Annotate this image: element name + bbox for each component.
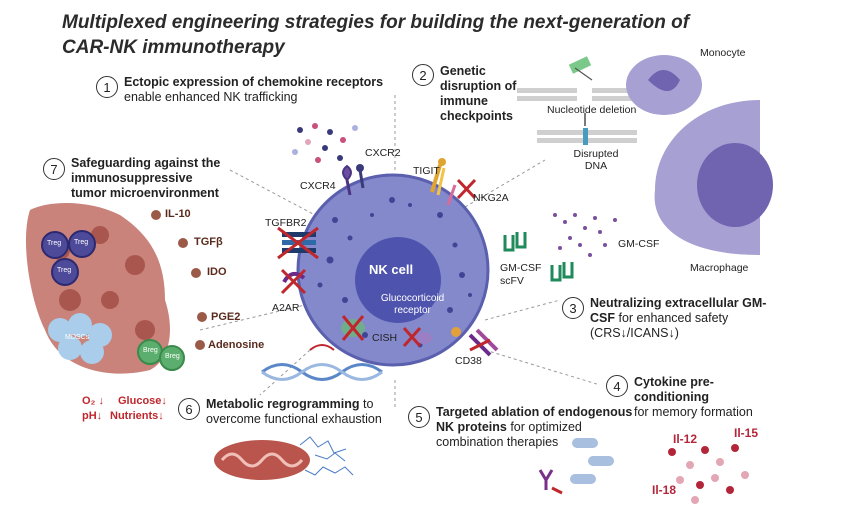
factor-ido: IDO — [207, 266, 227, 278]
cytokine-il18: Il-18 — [652, 483, 677, 497]
cish-label: CISH — [372, 332, 398, 344]
cd38-label: CD38 — [455, 355, 482, 367]
treg-label-3: Treg — [57, 267, 72, 274]
monocyte-label: Monocyte — [700, 47, 746, 59]
treg-cells — [41, 230, 96, 286]
section-4-number: 4 — [606, 375, 628, 397]
section-6-rest: to overcome functional exhaustion — [206, 397, 382, 426]
tme-factor-dots — [151, 210, 207, 350]
tgfbr2-label: TGFBR2 — [265, 217, 307, 229]
receptor-cish — [341, 315, 365, 341]
receptor-a2ar — [280, 268, 307, 295]
treg-label-2: Treg — [74, 239, 89, 246]
condition-glucose: Glucose↓ — [118, 395, 167, 407]
factor-tgfb: TGFβ — [194, 236, 223, 248]
section-3-bold: Neutralizing extracellular GM-CSF — [590, 296, 767, 325]
breg-label-2: Breg — [165, 353, 180, 360]
mitochondria-icon — [214, 440, 310, 480]
monocyte-nucleus — [648, 70, 680, 91]
section-6-bold: Metabolic regrogramming — [206, 397, 360, 411]
receptor-tgfbr2 — [277, 226, 319, 260]
mdsc-cells — [48, 313, 112, 364]
receptor-cxcr4 — [342, 164, 352, 196]
section-1-text: Ectopic expression of chemokine receptor… — [124, 75, 383, 105]
section-7-bold: Safeguarding against the immunosuppressi… — [71, 156, 221, 200]
breg-label-1: Breg — [143, 347, 158, 354]
section-2-bold: Genetic disruption of immune checkpoints — [440, 64, 517, 123]
nkg2a-label: NKG2A — [473, 192, 509, 204]
dna-nucleotide-deletion — [517, 56, 652, 101]
gmcsf-dots — [553, 213, 617, 257]
cytokine-il12: Il-12 — [673, 432, 698, 446]
section-3-text: Neutralizing extracellular GM-CSF for en… — [590, 296, 790, 341]
condition-ph: pH↓ — [82, 410, 103, 422]
antibody-icons — [538, 438, 614, 495]
section-3-rest: for enhanced safety (CRS↓/ICANS↓) — [590, 311, 729, 340]
cytokine-il15: Il-15 — [734, 426, 759, 440]
figure-title-line2: CAR-NK immunotherapy — [62, 37, 285, 58]
scfv-icon — [503, 232, 574, 282]
nk-cell-nucleus — [355, 237, 441, 323]
section-5-bold: Targeted ablation of endogenous NK prote… — [436, 405, 633, 434]
treg-label-1: Treg — [47, 240, 62, 247]
glucocorticoid-receptor-label: Glucocorticoid receptor — [380, 293, 445, 316]
section-1-rest: enable enhanced NK trafficking — [124, 90, 298, 104]
section-5-text: Targeted ablation of endogenous NK prote… — [436, 405, 636, 450]
factor-adenosine: Adenosine — [208, 339, 265, 351]
breg-cells — [137, 339, 185, 371]
nk-cell-label: NK cell — [369, 262, 414, 277]
mdsc-label: MDSCs — [65, 334, 90, 341]
factor-il10: IL-10 — [165, 208, 191, 220]
section-4-bold: Cytokine pre-conditioning — [634, 375, 714, 404]
section-7-text: Safeguarding against the immunosuppressi… — [71, 156, 231, 201]
chemokine-dots — [292, 123, 358, 163]
section-6-number: 6 — [178, 398, 200, 420]
section-4-text: Cytokine pre-conditioning for memory for… — [634, 375, 764, 420]
cxcr2-label: CXCR2 — [365, 147, 401, 159]
section-7-number: 7 — [43, 158, 65, 180]
dna-helix-icon — [261, 344, 383, 381]
disrupted-dna-label: Disrupted DNA — [573, 148, 619, 172]
gmcsf-label: GM-CSF — [618, 238, 660, 250]
tigit-label: TIGIT — [413, 165, 440, 177]
dna-disrupted — [537, 128, 637, 145]
receptor-cd38 — [468, 328, 499, 357]
section-6-text: Metabolic regrogramming to overcome func… — [206, 397, 396, 427]
section-2-number: 2 — [412, 64, 434, 86]
cytokine-dots — [668, 444, 749, 504]
section-5-rest: for optimized combination therapies — [436, 420, 582, 449]
radial-guides — [199, 95, 601, 410]
nucleotide-deletion-label: Nucleotide deletion — [547, 104, 637, 116]
factor-pge2: PGE2 — [211, 311, 241, 323]
section-3-number: 3 — [562, 297, 584, 319]
a2ar-label: A2AR — [272, 302, 300, 314]
section-5-number: 5 — [408, 406, 430, 428]
macrophage-nucleus — [697, 143, 773, 227]
condition-o2: O₂ ↓ — [82, 395, 104, 407]
receptor-tigit — [430, 158, 446, 196]
section-2-text: Genetic disruption of immune checkpoints — [440, 64, 540, 124]
cell-granules — [317, 197, 472, 348]
section-4-rest: for memory formation — [634, 405, 753, 419]
metabolic-network — [299, 436, 354, 476]
receptor-cxcr2 — [356, 164, 365, 189]
scfv-label: GM-CSF scFV — [500, 262, 542, 287]
receptor-nkg2a — [446, 178, 477, 206]
figure-title-line1: Multiplexed engineering strategies for b… — [62, 12, 690, 33]
glucocorticoid-receptor-ko — [402, 327, 461, 347]
macrophage-label: Macrophage — [690, 262, 749, 274]
section-1-bold: Ectopic expression of chemokine receptor… — [124, 75, 384, 89]
section-1-number: 1 — [96, 76, 118, 98]
cxcr4-label: CXCR4 — [300, 180, 336, 192]
condition-nutrients: Nutrients↓ — [110, 410, 164, 422]
